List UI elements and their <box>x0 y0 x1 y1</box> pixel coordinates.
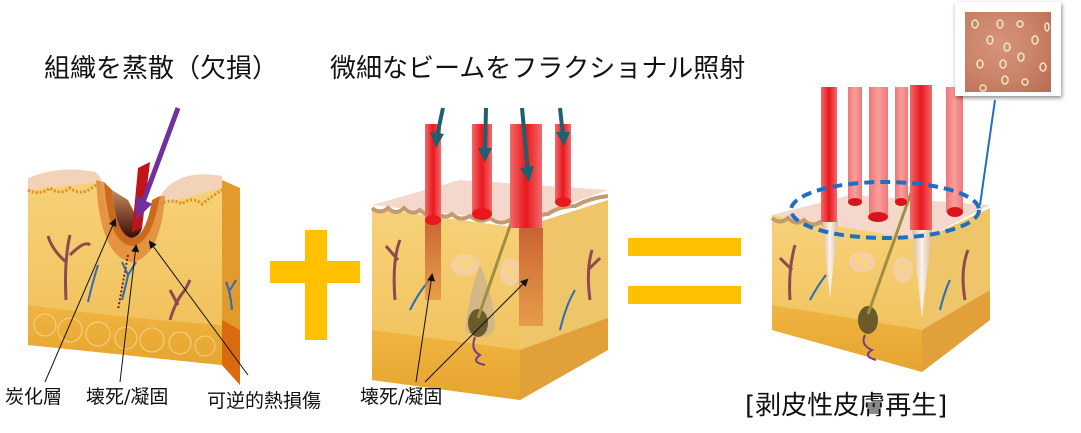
ablative-laser-skin-block <box>27 107 240 385</box>
plus-operator <box>270 230 360 340</box>
equals-operator <box>628 238 741 304</box>
label-necrosis-coagulation-1: 壊死/凝固 <box>86 386 169 408</box>
label-reversible-thermal-damage: 可逆的熱損傷 <box>207 390 322 412</box>
label-necrosis-coagulation-2: 壊死/凝固 <box>360 386 443 408</box>
label-leader-lines <box>44 218 529 383</box>
label-carbonized-layer: 炭化層 <box>5 386 63 408</box>
inset-skin-photo-frame <box>955 2 1061 96</box>
ablative-title: 組織を蒸散（欠損） <box>44 54 279 84</box>
resurfaced-skin-block <box>770 85 996 372</box>
fractional-title: 微細なビームをフラクショナル照射 <box>330 54 746 84</box>
fractional-laser-skin-block <box>370 107 609 400</box>
result-label: [剥皮性皮膚再生] <box>745 391 948 421</box>
skin-photo <box>965 12 1051 92</box>
